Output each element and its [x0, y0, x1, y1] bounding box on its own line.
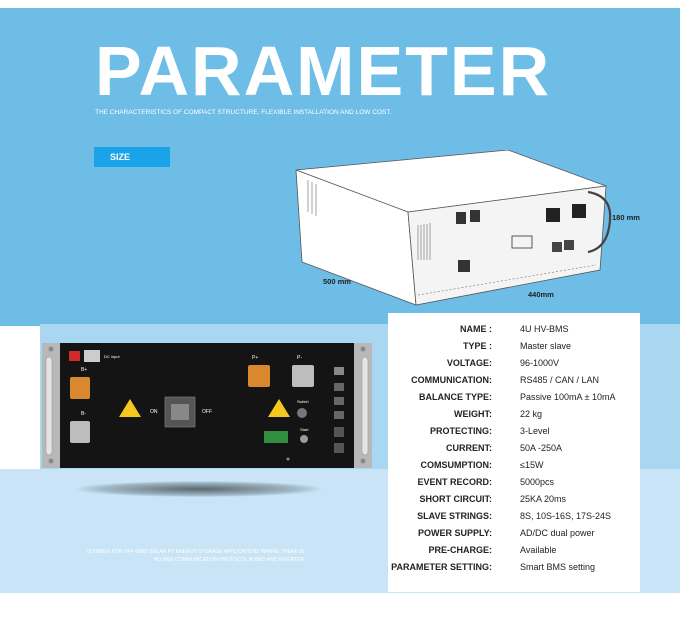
application-note-line-1: SUITABLE FOR OFF-GRID SOLAR PV ENERGY ST… [86, 549, 304, 555]
warning-icon [268, 399, 290, 417]
dc-input-label: DC input [104, 354, 120, 359]
p-plus-terminal [248, 365, 270, 387]
b-minus-terminal [70, 421, 90, 443]
bms-front-panel: DC input B+ B- ON OFF P+ P- Switch Start [42, 343, 372, 468]
spec-row-pre-charge: PRE-CHARGE:Available [428, 545, 557, 555]
spec-row-weight: WEIGHT:22 kg [454, 409, 543, 419]
spec-table: NAME :4U HV-BMS TYPE :Master slave VOLTA… [388, 313, 640, 592]
application-note-line-2: NO BMS COMMUNICATION PROTOCOL IN BMS AND… [153, 557, 304, 563]
spec-row-power-supply: POWER SUPPLY:AD/DC dual power [417, 528, 595, 538]
spec-row-type: TYPE :Master slave [462, 341, 572, 351]
size-section-tag: SIZE [94, 147, 170, 167]
svg-text:B+: B+ [81, 367, 87, 373]
height-dimension: 180 mm [612, 213, 640, 222]
svg-text:Switch: Switch [297, 399, 309, 404]
p-minus-terminal [292, 365, 314, 387]
svg-text:P+: P+ [252, 355, 258, 361]
spec-row-parameter-setting: PARAMETER SETTING:Smart BMS setting [391, 562, 596, 572]
spec-row-name: NAME :4U HV-BMS [460, 324, 569, 334]
power-switch [69, 351, 80, 361]
width-dimension: 440mm [528, 290, 554, 299]
enclosure-line-drawing [295, 150, 612, 306]
svg-text:OFF: OFF [202, 409, 212, 415]
green-connector [264, 431, 288, 443]
spec-row-consumption: COMSUMPTION:≤15W [420, 460, 544, 470]
spec-row-slave-strings: SLAVE STRINGS:8S, 10S-16S, 17S-24S [417, 511, 612, 521]
spec-row-balance-type: BALANCE TYPE:Passive 100mA ± 10mA [418, 392, 616, 402]
start-button [300, 435, 308, 443]
spec-row-event-record: EVENT RECORD:5000pcs [417, 477, 555, 487]
page-title: PARAMETER [95, 32, 552, 110]
switch-knob [297, 408, 307, 418]
warning-icon [119, 399, 141, 417]
spec-row-voltage: VOLTAGE:96-1000V [446, 358, 560, 368]
spec-row-communication: COMMUNICATION:RS485 / CAN / LAN [411, 375, 600, 385]
svg-text:B-: B- [81, 411, 86, 417]
product-shadow [76, 481, 322, 497]
spec-row-current: CURRENT:50A -250A [446, 443, 563, 453]
spec-row-short-circuit: SHORT CIRCUIT:25KA 20ms [419, 494, 567, 504]
svg-text:Start: Start [300, 427, 309, 432]
svg-text:ON: ON [150, 409, 158, 415]
spec-row-protecting: PROTECTING:3-Level [430, 426, 550, 436]
page-tagline: THE CHARACTERISTICS OF COMPACT STRUCTURE… [95, 109, 392, 116]
b-plus-terminal [70, 377, 90, 399]
depth-dimension: 500 mm [323, 277, 351, 286]
svg-text:P-: P- [297, 355, 302, 361]
